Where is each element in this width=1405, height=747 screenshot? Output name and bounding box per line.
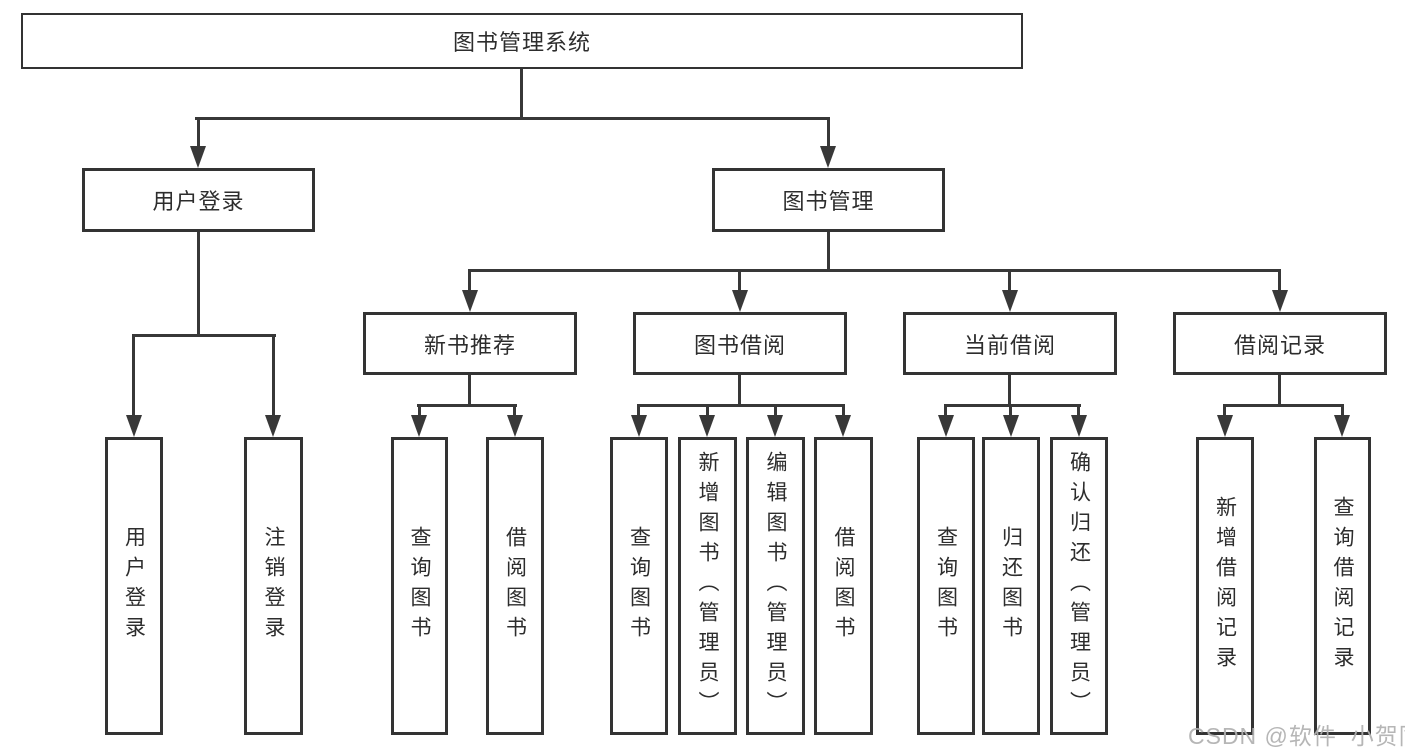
leaf-records-query-record: 查询借阅记录 — [1314, 437, 1371, 735]
edge-to-bb-query — [637, 404, 640, 417]
arrowhead-bb-borrow — [835, 415, 851, 437]
node-book-borrowing-label: 图书借阅 — [693, 332, 786, 358]
leaf-logout: 注销登录 — [244, 437, 303, 735]
node-book-borrowing: 图书借阅 — [633, 312, 847, 375]
node-borrowing-records: 借阅记录 — [1173, 312, 1387, 375]
arrowhead-bb-add — [699, 415, 715, 437]
edge-to-cb-confirm — [1077, 404, 1080, 417]
edge-to-borrowing-records — [1278, 269, 1281, 294]
edge-to-book-management — [827, 117, 830, 149]
arrowhead-cb-return — [1003, 415, 1019, 437]
leaf-borrow-query-books-label: 查询图书 — [627, 526, 651, 646]
arrowhead-user-login — [190, 146, 206, 168]
edge-current-borrowing-leaf-connector — [944, 404, 1081, 407]
leaf-borrow-edit-books-admin: 编辑图书（管理员） — [746, 437, 805, 735]
arrowhead-book-management — [820, 146, 836, 168]
leaf-borrow-borrow-books-label: 借阅图书 — [832, 526, 855, 646]
arrowhead-borrowing-records — [1272, 290, 1288, 312]
leaf-user-login-label: 用户登录 — [122, 526, 146, 646]
edge-to-nb-query — [418, 404, 421, 417]
edge-to-rec-query — [1341, 404, 1344, 417]
arrowhead-rec-add — [1217, 415, 1233, 437]
node-book-management-label: 图书管理 — [782, 189, 875, 214]
leaf-current-confirm-return-admin: 确认归还（管理员） — [1050, 437, 1108, 735]
leaf-current-confirm-return-admin-label: 确认归还（管理员） — [1067, 451, 1091, 721]
edge-new-book-leaf-connector — [417, 404, 517, 407]
edge-to-new-book — [468, 269, 471, 294]
edge-book-borrowing-stem — [738, 375, 741, 407]
arrowhead-book-borrowing — [732, 290, 748, 312]
node-current-borrowing-label: 当前借阅 — [963, 332, 1056, 358]
edge-borrowing-records-leaf-connector — [1223, 404, 1344, 407]
edge-borrowing-records-stem — [1278, 375, 1281, 407]
edge-new-book-stem — [468, 375, 471, 407]
node-user-login-label: 用户登录 — [152, 189, 245, 214]
edge-to-cb-return — [1009, 404, 1012, 417]
edge-level3-connector — [468, 269, 1281, 272]
leaf-borrow-add-books-admin: 新增图书（管理员） — [678, 437, 737, 735]
edge-current-borrowing-stem — [1008, 375, 1011, 407]
edge-root-stem — [520, 69, 523, 120]
leaf-user-login: 用户登录 — [105, 437, 163, 735]
node-new-book-recommend: 新书推荐 — [363, 312, 577, 375]
leaf-logout-label: 注销登录 — [262, 526, 285, 646]
node-root: 图书管理系统 — [21, 13, 1023, 69]
edge-to-rec-add — [1223, 404, 1226, 417]
edge-book-borrowing-leaf-connector — [637, 404, 845, 407]
leaf-newbook-borrow-books: 借阅图书 — [486, 437, 544, 735]
edge-to-bb-borrow — [842, 404, 845, 417]
leaf-records-add-record: 新增借阅记录 — [1196, 437, 1254, 735]
edge-to-user-login — [197, 117, 200, 149]
edge-book-management-stem — [827, 232, 830, 272]
leaf-borrow-add-books-admin-label: 新增图书（管理员） — [696, 451, 719, 721]
arrowhead-cb-confirm — [1071, 415, 1087, 437]
arrowhead-leaf-login — [126, 415, 142, 437]
leaf-borrow-borrow-books: 借阅图书 — [814, 437, 873, 735]
node-book-management: 图书管理 — [712, 168, 945, 232]
arrowhead-new-book — [462, 290, 478, 312]
leaf-newbook-query-books-label: 查询图书 — [408, 526, 431, 646]
edge-user-login-connector — [132, 334, 276, 337]
leaf-newbook-borrow-books-label: 借阅图书 — [503, 526, 527, 646]
leaf-current-query-books: 查询图书 — [917, 437, 975, 735]
edge-to-bb-edit — [774, 404, 777, 417]
arrowhead-nb-borrow — [507, 415, 523, 437]
node-current-borrowing: 当前借阅 — [903, 312, 1117, 375]
leaf-current-query-books-label: 查询图书 — [934, 526, 958, 646]
csdn-watermark: CSDN @软件_小贺同学 — [1188, 723, 1405, 747]
arrowhead-current-borrowing — [1002, 290, 1018, 312]
arrowhead-bb-query — [631, 415, 647, 437]
edge-to-nb-borrow — [513, 404, 516, 417]
edge-to-book-borrowing — [738, 269, 741, 294]
edge-to-bb-add — [706, 404, 709, 417]
leaf-borrow-query-books: 查询图书 — [610, 437, 668, 735]
edge-user-login-stem — [197, 232, 200, 336]
arrowhead-rec-query — [1334, 415, 1350, 437]
leaf-records-query-record-label: 查询借阅记录 — [1331, 496, 1354, 676]
leaf-borrow-edit-books-admin-label: 编辑图书（管理员） — [764, 451, 787, 721]
edge-to-leaf-logout — [272, 334, 275, 417]
node-new-book-recommend-label: 新书推荐 — [423, 332, 516, 358]
edge-to-current-borrowing — [1008, 269, 1011, 294]
leaf-current-return-books: 归还图书 — [982, 437, 1040, 735]
edge-to-leaf-login — [132, 334, 135, 417]
leaf-records-add-record-label: 新增借阅记录 — [1213, 496, 1237, 676]
arrowhead-bb-edit — [767, 415, 783, 437]
node-root-label: 图书管理系统 — [452, 30, 591, 55]
arrowhead-cb-query — [938, 415, 954, 437]
arrowhead-leaf-logout — [265, 415, 281, 437]
node-user-login: 用户登录 — [82, 168, 315, 232]
edge-level1-connector — [195, 117, 829, 120]
leaf-current-return-books-label: 归还图书 — [999, 526, 1023, 646]
arrowhead-nb-query — [411, 415, 427, 437]
node-borrowing-records-label: 借阅记录 — [1233, 332, 1326, 358]
edge-to-cb-query — [944, 404, 947, 417]
leaf-newbook-query-books: 查询图书 — [391, 437, 448, 735]
